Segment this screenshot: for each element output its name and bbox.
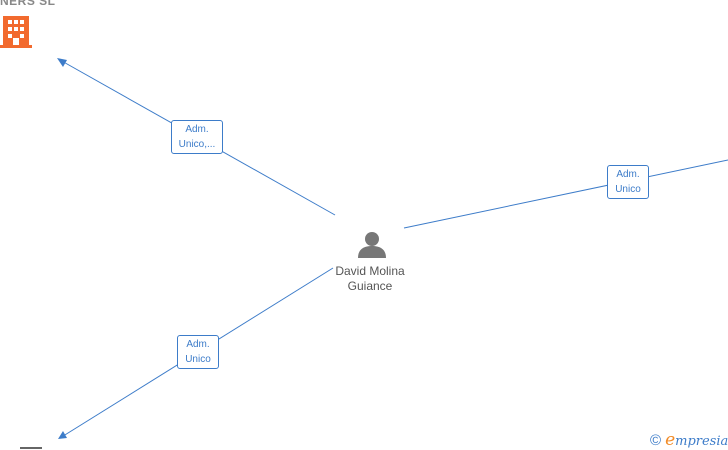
relation-label-top-left[interactable]: Adm. Unico,... xyxy=(171,120,223,154)
person-name-line2: Guiance xyxy=(347,279,393,293)
relation-label-line2: Unico xyxy=(185,354,211,365)
offscreen-node-stub xyxy=(20,447,42,449)
person-name-line1: David Molina xyxy=(335,264,405,278)
relation-label-line1: Adm. xyxy=(616,169,640,180)
building-icon[interactable] xyxy=(0,16,32,48)
arrowhead-top-left xyxy=(57,58,67,67)
brand-name: mpresia xyxy=(675,434,728,449)
relation-label-right[interactable]: Adm. Unico xyxy=(607,165,649,199)
person-icon[interactable] xyxy=(358,232,386,258)
arrowhead-bottom-left xyxy=(58,431,67,439)
relation-label-bottom-left[interactable]: Adm. Unico xyxy=(177,335,219,369)
empresia-watermark: ©empresia xyxy=(650,430,728,450)
relation-label-line1: Adm. xyxy=(185,124,209,135)
relation-label-line1: Adm. xyxy=(186,339,210,350)
relation-label-line2: Unico,... xyxy=(178,139,216,150)
company-name-top-left[interactable]: NERS SL xyxy=(0,0,56,8)
person-name-label[interactable]: David Molina Guiance xyxy=(322,264,418,294)
edge-person-to-right xyxy=(403,159,728,229)
relation-label-line2: Unico xyxy=(615,184,641,195)
copyright-icon: © xyxy=(650,432,662,449)
brand-initial: e xyxy=(665,430,676,450)
